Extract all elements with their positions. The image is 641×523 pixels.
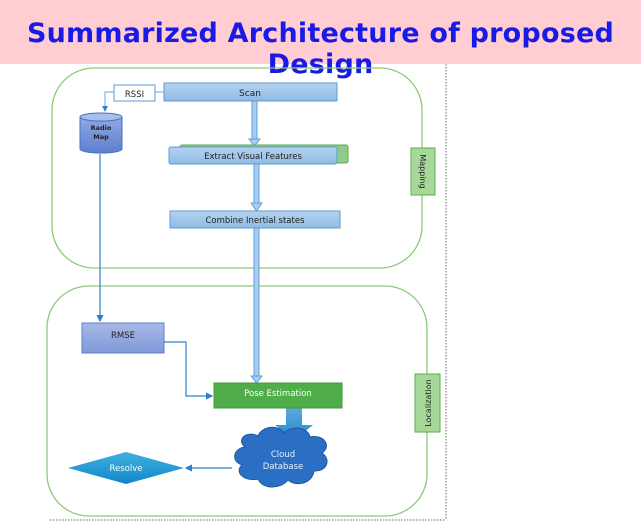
svg-text:Mapping: Mapping bbox=[418, 154, 427, 188]
svg-text:Scan: Scan bbox=[239, 89, 261, 99]
page-title: Summarized Architecture of proposed Desi… bbox=[26, 18, 615, 80]
svg-text:Map: Map bbox=[93, 133, 109, 141]
cloud-database: Cloud Database bbox=[234, 426, 328, 488]
radio-map-database: Radio Map bbox=[79, 112, 123, 154]
svg-text:Pose Estimation: Pose Estimation bbox=[244, 389, 312, 399]
mapping-label-tag: Mapping bbox=[410, 147, 436, 196]
rmse-node: RMSE bbox=[81, 322, 165, 354]
svg-text:Resolve: Resolve bbox=[109, 464, 142, 474]
svg-text:Localization: Localization bbox=[424, 379, 433, 426]
svg-text:Radio: Radio bbox=[91, 124, 112, 132]
svg-text:Database: Database bbox=[263, 462, 304, 472]
title-banner bbox=[0, 0, 641, 64]
rssi-node: RSSI bbox=[113, 84, 156, 102]
svg-text:RMSE: RMSE bbox=[111, 331, 135, 341]
svg-text:Cloud: Cloud bbox=[271, 450, 295, 460]
pose-estimation-node: Pose Estimation bbox=[213, 382, 343, 409]
svg-text:RSSI: RSSI bbox=[125, 90, 144, 100]
combine-inertial-states-node: Combine Inertial states bbox=[169, 210, 341, 229]
extract-visual-features-node: Extract Visual Features bbox=[168, 144, 349, 165]
resolve-decision: Resolve bbox=[68, 452, 184, 484]
localization-label-tag: Localization bbox=[414, 373, 441, 433]
svg-text:Extract Visual Features: Extract Visual Features bbox=[204, 152, 302, 162]
dotted-frame bbox=[50, 64, 447, 521]
scan-node: Scan bbox=[163, 82, 338, 102]
svg-text:Combine Inertial states: Combine Inertial states bbox=[205, 216, 305, 226]
